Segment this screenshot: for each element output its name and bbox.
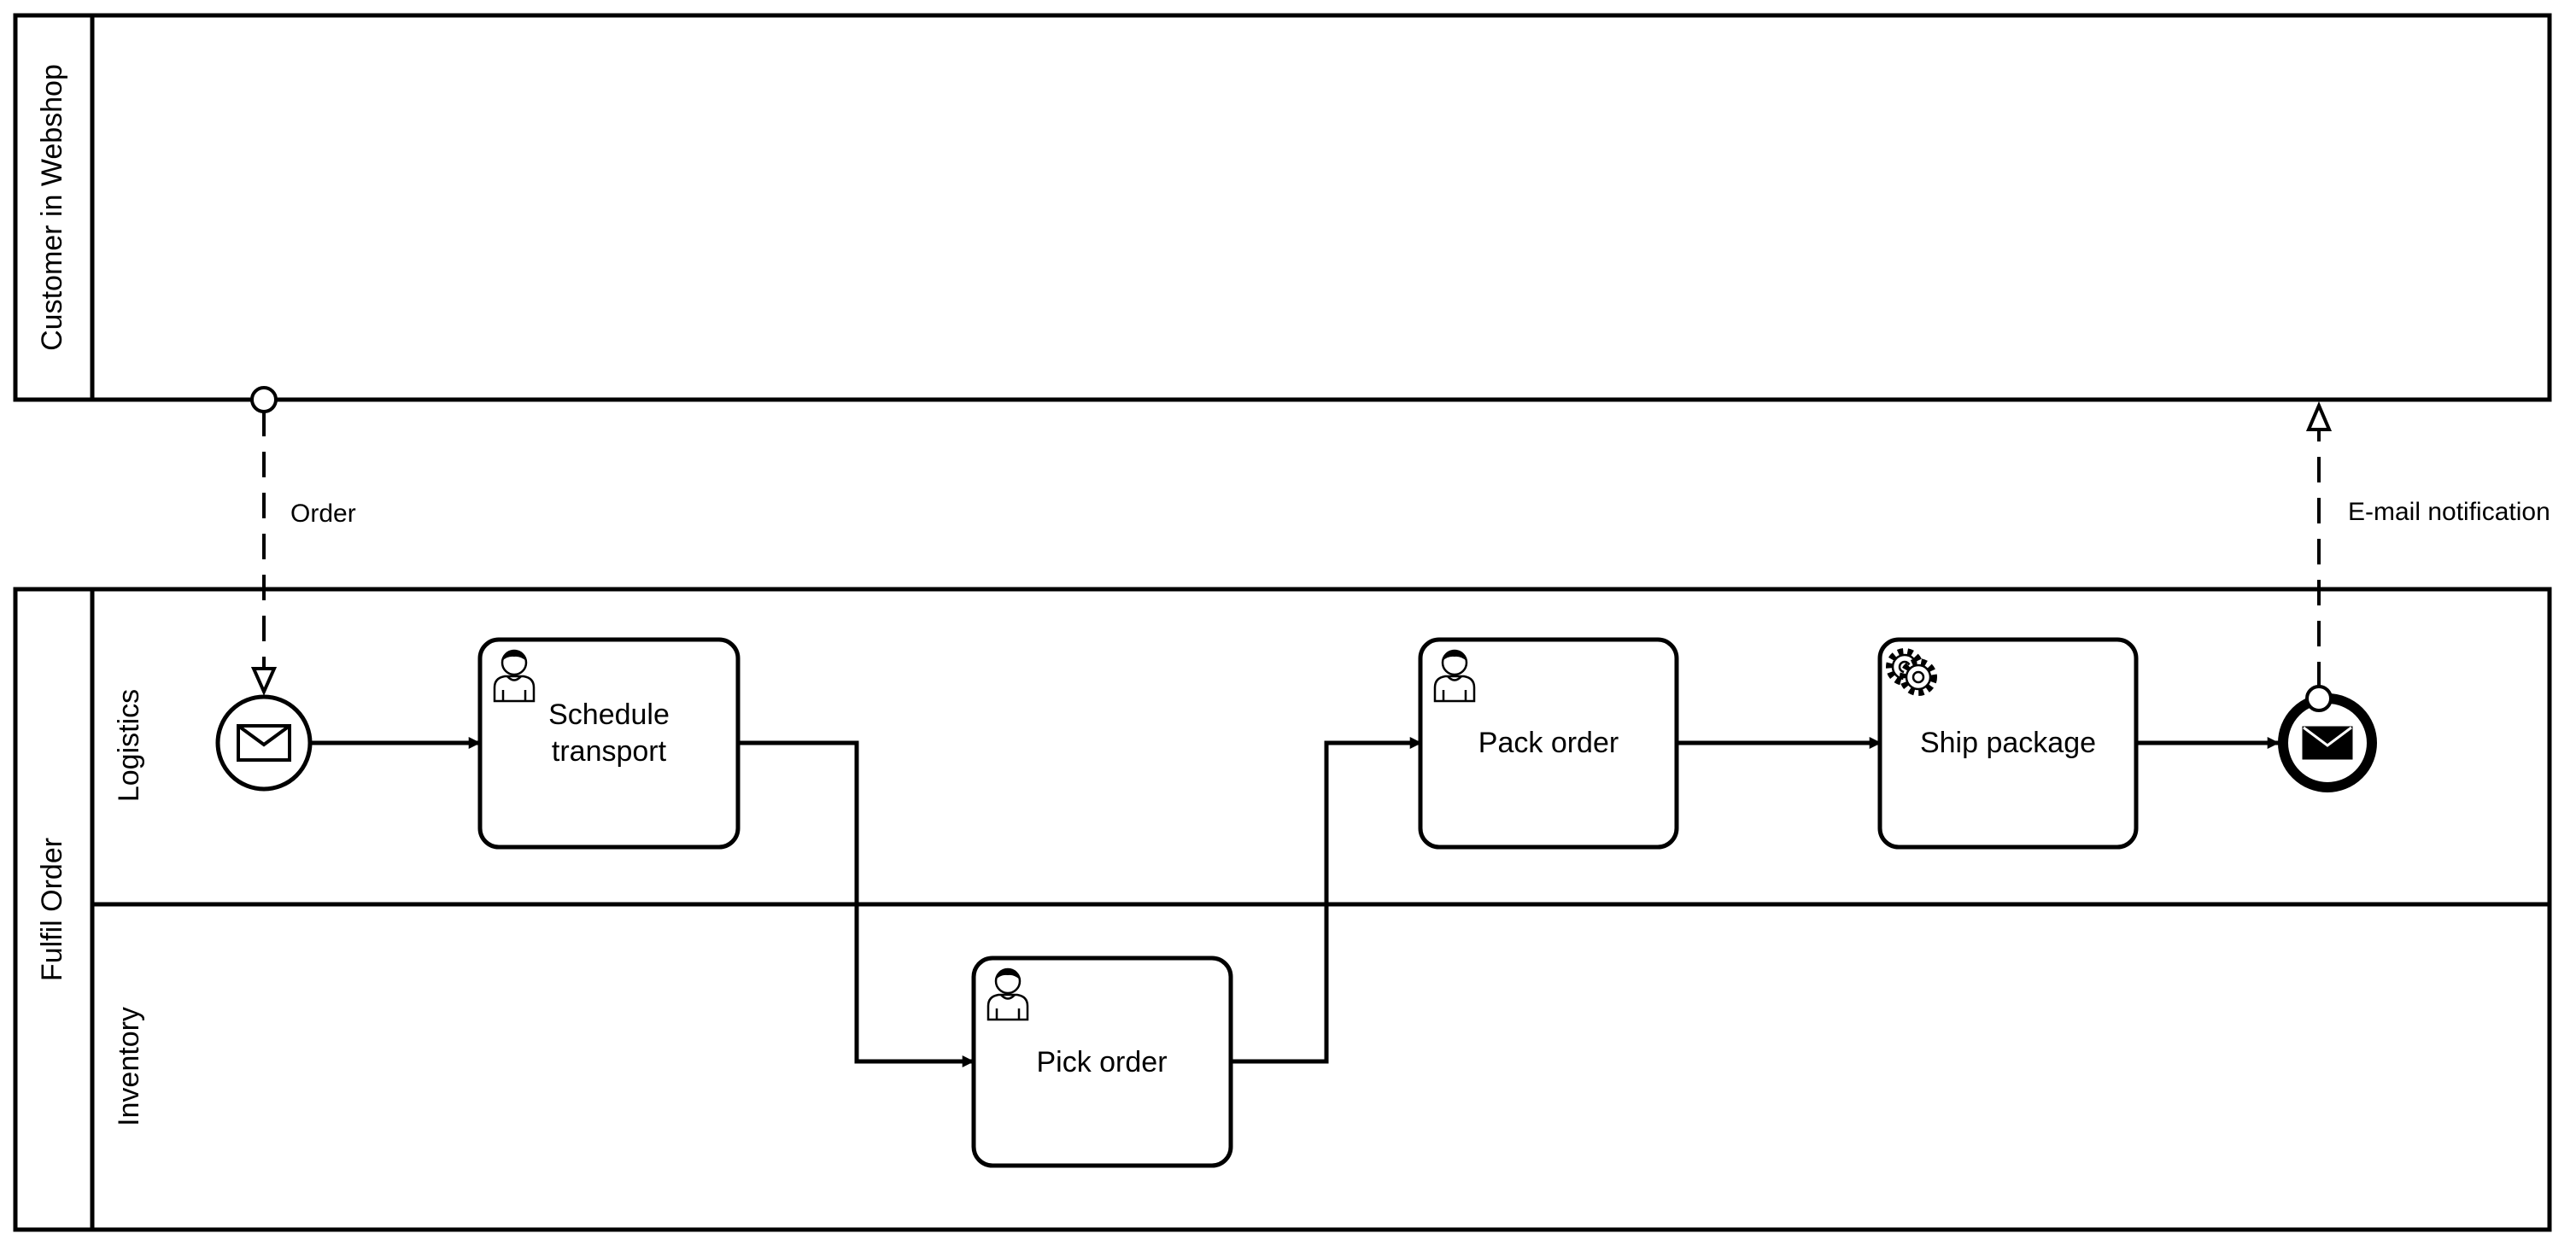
user-icon [493,649,536,703]
pool-label-customer: Customer in Webshop [36,64,68,351]
pool-fulfil-order[interactable]: Fulfil Order [13,587,2552,1232]
lane-label-inventory: Inventory [113,1007,145,1126]
gear-icon [1886,648,1937,696]
task-ship-package[interactable]: Ship package [1877,637,2139,850]
user-icon [986,967,1029,1021]
message-flow-source-circle [250,386,278,413]
task-label-pack-order: Pack order [1478,727,1619,759]
envelope-icon [237,724,291,762]
message-flow-arrowhead [250,667,278,696]
message-flow-order[interactable]: Order [250,386,356,696]
message-flow-email[interactable]: E-mail notification [2305,400,2550,687]
task-schedule-transport[interactable]: Schedule transport [477,637,741,850]
sequence-flow-pick-to-pack[interactable] [1231,737,1422,1064]
message-flow-source-circle [2305,685,2333,712]
message-flow-arrowhead [2305,400,2333,431]
message-start-event[interactable] [215,694,313,792]
task-label-schedule-line1: Schedule [548,698,670,731]
task-label-schedule-line2: transport [552,735,667,768]
task-pack-order[interactable]: Pack order [1418,637,1679,850]
pool-label-fulfil: Fulfil Order [36,838,68,981]
task-pick-order[interactable]: Pick order [971,956,1233,1168]
message-end-event[interactable] [2278,685,2377,792]
task-label-pick-order: Pick order [1036,1046,1167,1078]
envelope-icon [2302,726,2353,760]
sequence-flows [311,737,2280,1067]
user-icon [1433,649,1476,703]
pool-customer-in-webshop[interactable]: Customer in Webshop [13,13,2552,402]
sequence-flow-schedule-to-pick[interactable] [738,740,975,1067]
message-flow-label-email: E-mail notification [2348,498,2550,526]
message-flow-label-order: Order [290,500,356,528]
lane-inventory[interactable]: Inventory [113,1007,145,1126]
lane-label-logistics: Logistics [113,689,145,802]
task-label-ship-package: Ship package [1920,727,2096,759]
lane-logistics[interactable]: Logistics [113,689,145,802]
